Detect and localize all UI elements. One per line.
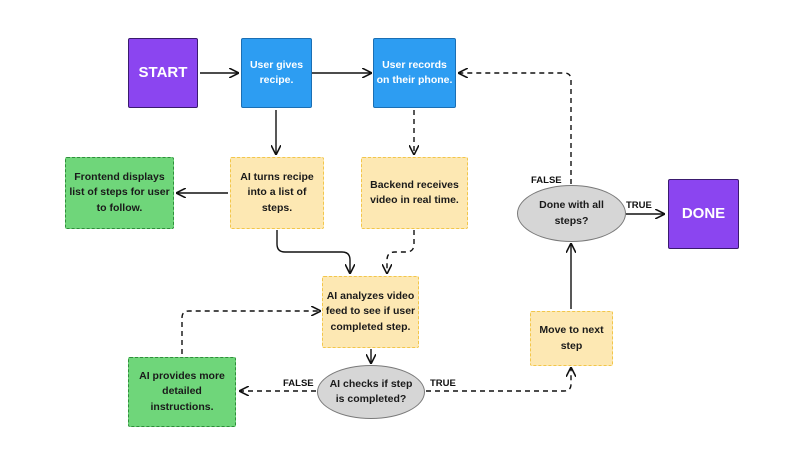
- arrow-done-check-false-to-user-records: [459, 73, 572, 184]
- arrow-backend-to-ai-analyzes: [387, 230, 415, 273]
- done-node: DONE: [668, 179, 739, 249]
- arrow-ai-turns-to-ai-analyzes: [276, 230, 350, 273]
- false-label-top: FALSE: [531, 175, 562, 186]
- true-label-top: TRUE: [626, 200, 652, 211]
- start-node: START: [128, 38, 198, 108]
- arrow-ai-checks-true-to-move-next: [426, 368, 571, 392]
- done-label: DONE: [681, 205, 726, 223]
- true-label-bottom: TRUE: [430, 378, 456, 389]
- arrow-ai-provides-to-ai-analyzes: [181, 311, 320, 354]
- start-label: START: [138, 64, 188, 82]
- false-label-bottom: FALSE: [283, 378, 314, 389]
